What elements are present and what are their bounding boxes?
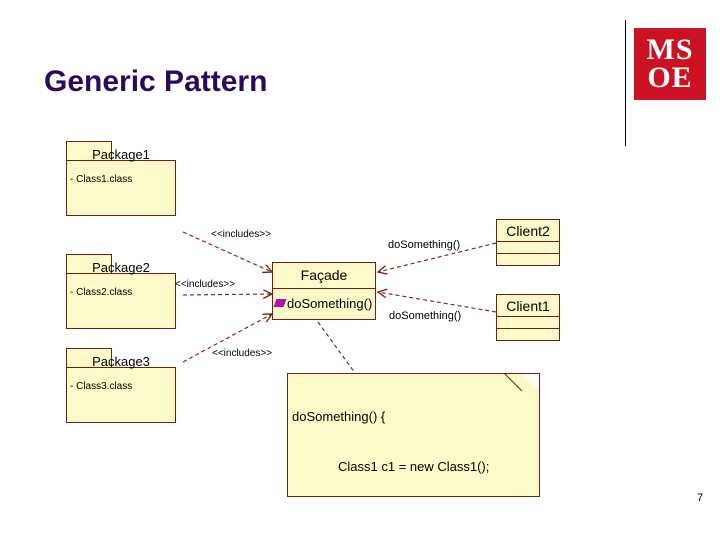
package-name: Package2 — [92, 260, 150, 275]
page-number: 7 — [697, 492, 704, 504]
class-attributes — [497, 317, 559, 329]
package-name: Package3 — [92, 354, 150, 369]
edge-client1-facade — [378, 292, 497, 313]
package-item: - Class3.class — [70, 381, 133, 392]
class-client2[interactable]: Client2 — [496, 219, 560, 266]
logo-line-2: OE — [647, 61, 693, 94]
edge-label-includes-2: <<includes>> — [175, 279, 236, 290]
edge-label-dosomething-bottom: doSomething() — [389, 310, 462, 322]
class-name: Façade — [273, 263, 375, 289]
class-operations — [497, 254, 559, 266]
edge-facade-note — [317, 321, 356, 374]
package-body — [66, 273, 176, 329]
note-code-lines: doSomething() { Class1 c1 = new Class1()… — [288, 374, 539, 496]
visibility-marker-icon — [273, 299, 287, 307]
class-facade[interactable]: Façade doSomething() — [272, 262, 376, 320]
package-item: - Class2.class — [70, 287, 133, 298]
package-body — [66, 160, 176, 216]
class-operation-row: doSomething() — [273, 289, 375, 319]
class-name: Client2 — [497, 220, 559, 242]
class-operations — [497, 329, 559, 341]
edge-package2-facade — [182, 294, 272, 295]
class-attributes — [497, 242, 559, 254]
page-title: Generic Pattern — [44, 65, 268, 98]
class-name: Client1 — [497, 295, 559, 317]
code-line: doSomething() { — [292, 409, 386, 424]
msoe-logo: MS OE — [634, 28, 706, 100]
class-client1[interactable]: Client1 — [496, 294, 560, 341]
uml-note-code[interactable]: doSomething() { Class1 c1 = new Class1()… — [287, 373, 540, 497]
logo-line-1: MS — [646, 33, 694, 67]
package-body — [66, 367, 176, 423]
code-line: Class1 c1 = new Class1(); — [338, 458, 490, 474]
package-item: - Class1.class — [70, 174, 133, 185]
edge-label-includes-3: <<includes>> — [212, 348, 273, 359]
edge-label-includes-1: <<includes>> — [211, 229, 272, 240]
class-operation: doSomething() — [287, 296, 373, 311]
edge-label-dosomething-top: doSomething() — [388, 239, 461, 251]
header-divider — [625, 20, 626, 146]
package-name: Package1 — [92, 147, 150, 162]
note-fold-icon — [522, 374, 539, 391]
